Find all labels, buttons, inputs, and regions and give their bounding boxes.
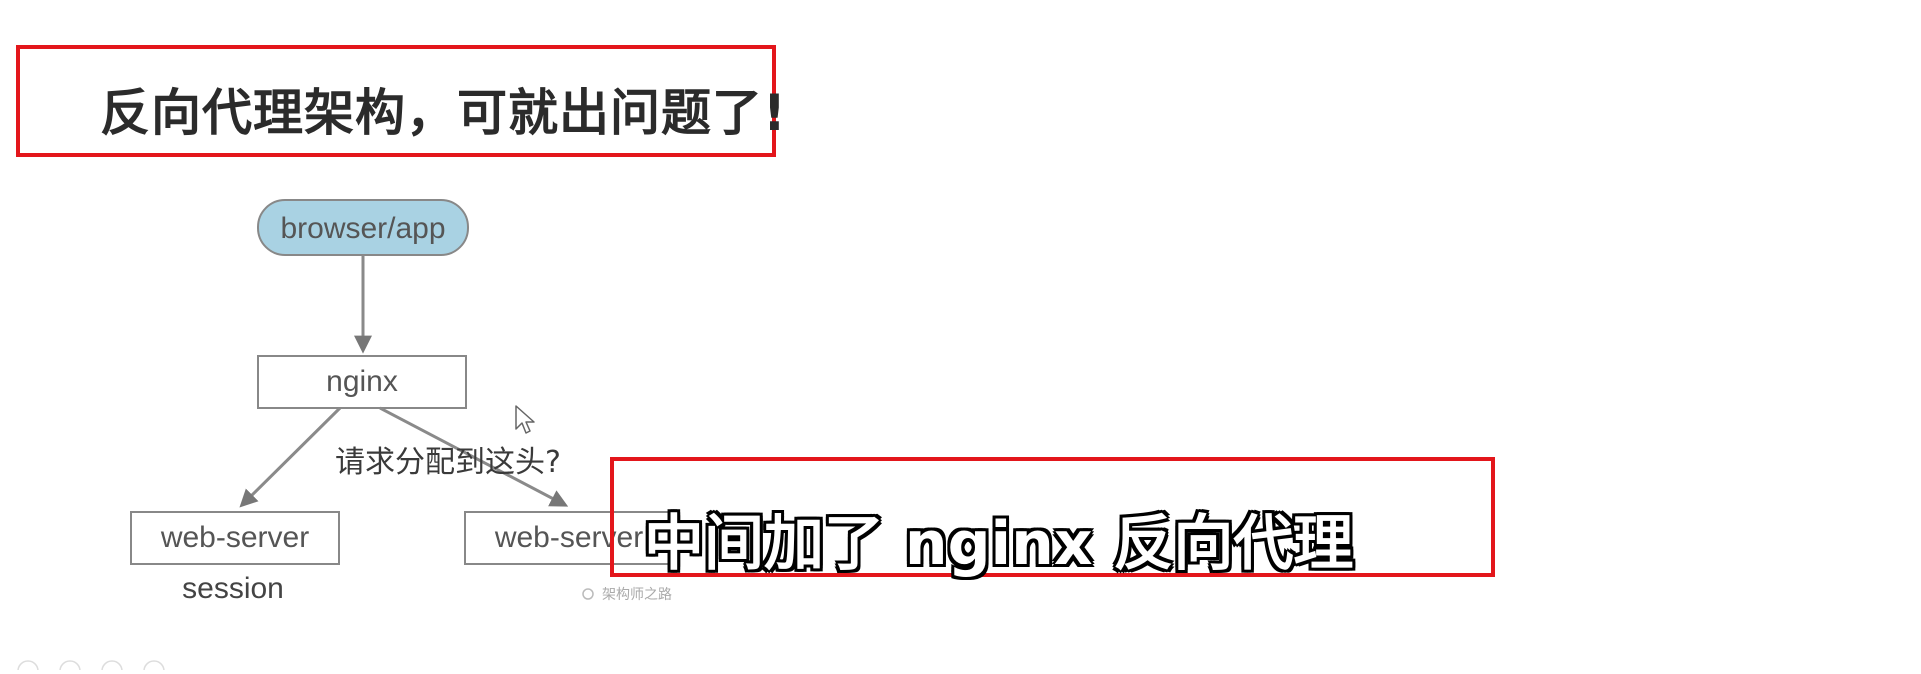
arrow-nginx-to-left-server bbox=[239, 406, 342, 508]
nginx-node: nginx bbox=[257, 355, 467, 409]
web-server-right-node: web-server bbox=[464, 511, 674, 565]
request-routing-question: 请求分配到这头? bbox=[335, 445, 561, 480]
slide-title: 反向代理架构，可就出问题了! bbox=[100, 84, 787, 142]
video-subtitle: 中间加了 nginx 反向代理 bbox=[644, 509, 1354, 579]
client-node-label: browser/app bbox=[280, 212, 445, 245]
session-label: session bbox=[182, 572, 284, 605]
bottom-controls-strip bbox=[0, 655, 200, 674]
mouse-cursor-icon bbox=[515, 405, 537, 441]
web-server-left-label: web-server bbox=[160, 521, 309, 554]
watermark: 架构师之路 bbox=[582, 587, 672, 603]
web-server-left-node: web-server bbox=[130, 511, 340, 565]
title-highlight-box: 反向代理架构，可就出问题了! bbox=[16, 45, 786, 157]
arrow-nginx-to-right-server bbox=[379, 406, 569, 507]
watermark-text: 架构师之路 bbox=[602, 587, 672, 603]
client-node: browser/app bbox=[257, 199, 469, 256]
web-server-right-label: web-server bbox=[494, 521, 643, 554]
subtitle-highlight-box: 中间加了 nginx 反向代理 bbox=[610, 457, 1495, 579]
nginx-node-label: nginx bbox=[326, 365, 398, 398]
